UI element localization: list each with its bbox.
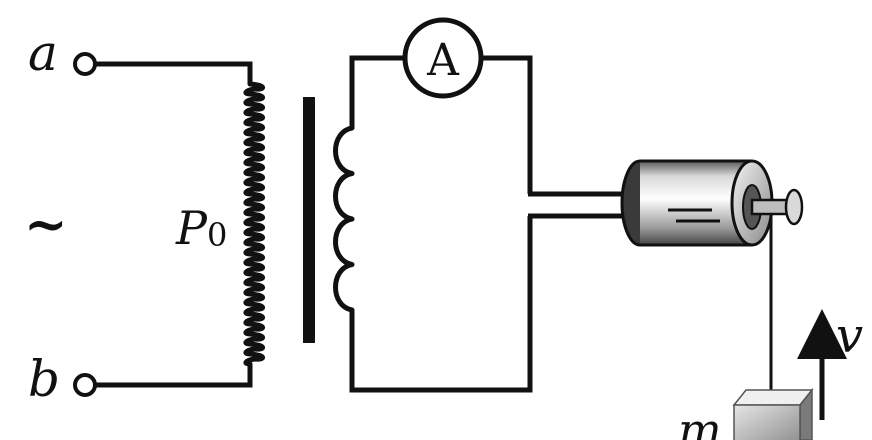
iron-core	[303, 97, 315, 343]
primary-bottom-wire	[95, 364, 253, 388]
secondary-coil	[333, 125, 355, 313]
tap-letter: P	[175, 201, 208, 255]
terminal-b	[73, 373, 97, 397]
secondary-circuit	[333, 55, 634, 393]
tap-label: P0	[175, 201, 227, 255]
mass-block	[732, 387, 814, 440]
ac-symbol: ~	[24, 194, 68, 255]
secondary-left-top-wire	[349, 55, 404, 128]
secondary-left-bottom-wire	[349, 216, 533, 393]
terminal-a-label: a	[28, 24, 58, 82]
tap-subscript: 0	[207, 216, 227, 254]
ammeter-label: A	[426, 35, 460, 86]
velocity-label: v	[836, 308, 863, 364]
terminal-a	[73, 52, 97, 76]
mass-label: m	[678, 403, 722, 440]
primary-coil	[243, 81, 265, 367]
electric-motor	[620, 159, 804, 247]
terminal-b-label: b	[28, 350, 60, 408]
secondary-right-top-wire	[482, 55, 533, 194]
primary-top-wire	[95, 61, 253, 84]
ammeter: A	[402, 17, 484, 99]
primary-circuit	[73, 52, 265, 397]
